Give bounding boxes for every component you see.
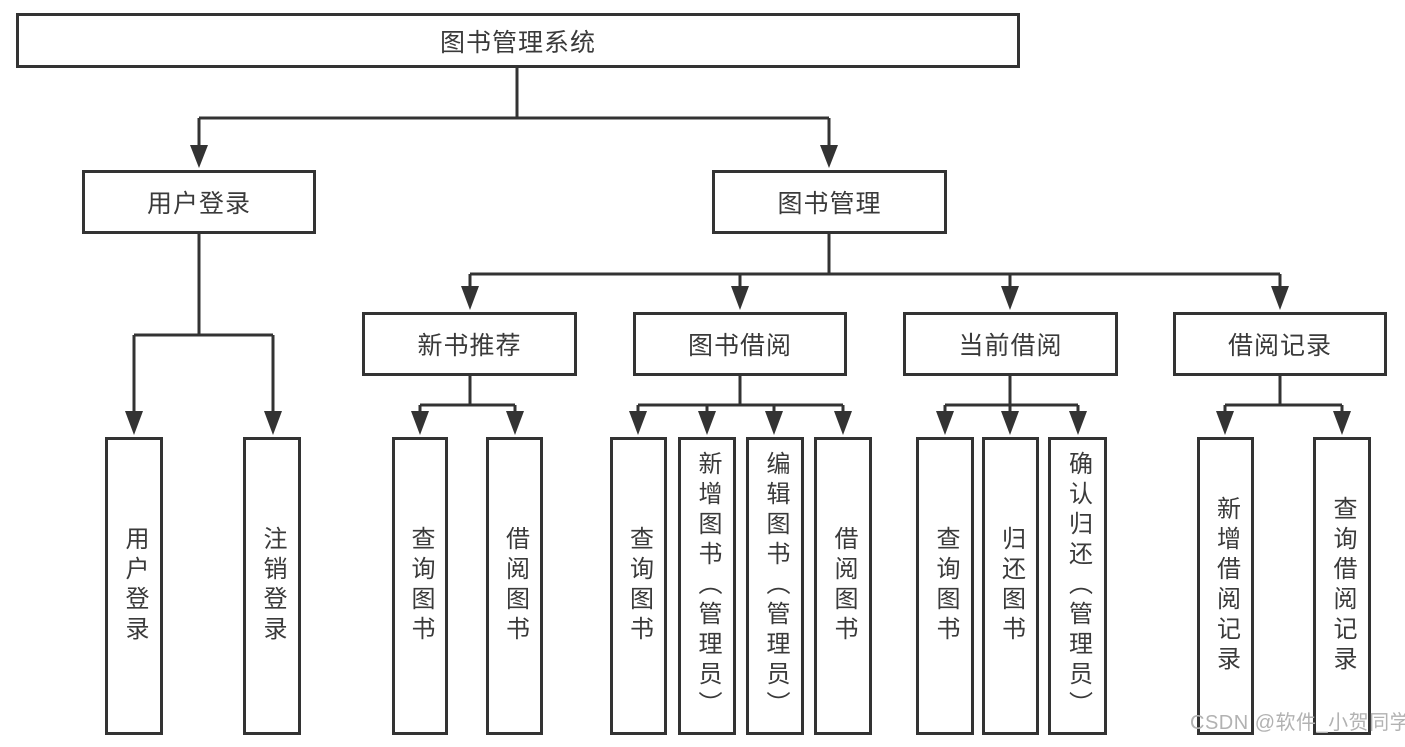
node-label: 借阅图书 [501, 526, 529, 646]
leaf-br-add-record: 新增借阅记录 [1197, 437, 1254, 735]
node-label: 编辑图书（管理员） [762, 451, 789, 721]
leaf-bb-borrow-books: 借阅图书 [814, 437, 872, 735]
leaf-cb-confirm-return-admin: 确认归还（管理员） [1048, 437, 1107, 735]
node-label: 借阅图书 [830, 526, 857, 646]
node-label: 用户登录 [146, 190, 251, 218]
node-label: 注销登录 [259, 526, 286, 646]
node-book-borrowing: 图书借阅 [633, 312, 847, 376]
node-current-borrowing: 当前借阅 [903, 312, 1118, 376]
node-label: 当前借阅 [958, 332, 1063, 360]
connector-segments [132, 68, 1344, 412]
leaf-br-query-record: 查询借阅记录 [1313, 437, 1371, 735]
leaf-user-login: 用户登录 [105, 437, 163, 735]
watermark-text: CSDN @软件_小贺同学 [1190, 712, 1405, 734]
node-label: 图书管理 [777, 190, 882, 218]
node-label: 查询图书 [932, 526, 959, 646]
node-new-book-recommend: 新书推荐 [362, 312, 577, 376]
leaf-cb-query-books: 查询图书 [916, 437, 974, 735]
node-book-management: 图书管理 [712, 170, 947, 234]
leaf-bb-query-books: 查询图书 [610, 437, 667, 735]
node-label: 查询借阅记录 [1329, 496, 1356, 676]
leaf-bb-edit-books-admin: 编辑图书（管理员） [746, 437, 804, 735]
arrowhead-icons [125, 145, 1351, 435]
node-label: 新增图书（管理员） [694, 451, 721, 721]
node-label: 查询图书 [625, 526, 653, 646]
node-label: 图书借阅 [687, 332, 792, 360]
leaf-cb-return-books: 归还图书 [982, 437, 1039, 735]
node-label: 查询图书 [407, 526, 434, 646]
leaf-bb-add-books-admin: 新增图书（管理员） [678, 437, 736, 735]
node-label: 确认归还（管理员） [1064, 451, 1092, 721]
leaf-nbr-query-books: 查询图书 [392, 437, 448, 735]
leaf-logout-login: 注销登录 [243, 437, 301, 735]
node-label: 归还图书 [997, 526, 1025, 646]
node-label: 新增借阅记录 [1212, 496, 1240, 676]
node-borrowing-records: 借阅记录 [1173, 312, 1387, 376]
node-label: 新书推荐 [417, 332, 522, 360]
node-label: 用户登录 [121, 526, 148, 646]
node-label: 借阅记录 [1227, 332, 1332, 360]
leaf-nbr-borrow-books: 借阅图书 [486, 437, 543, 735]
node-root: 图书管理系统 [16, 13, 1020, 68]
node-label: 图书管理系统 [439, 28, 596, 57]
node-user-login: 用户登录 [82, 170, 316, 234]
